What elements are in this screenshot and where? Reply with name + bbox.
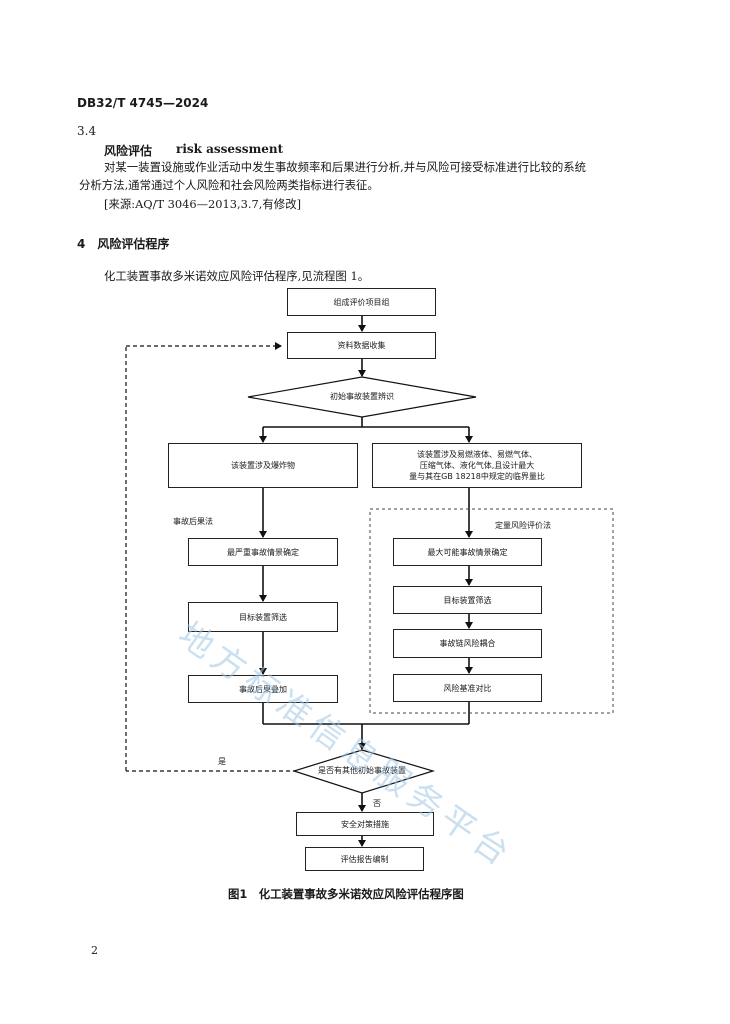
term-english: risk assessment: [176, 142, 284, 156]
label-no: 否: [373, 799, 381, 808]
decision-initial-device-identification: 初始事故装置辨识: [330, 392, 394, 401]
box-form-evaluation-team: 组成评价项目组: [287, 288, 436, 316]
definition-line-1: 对某一装置设施或作业活动中发生事故频率和后果进行分析,并与风险可接受标准进行比较…: [104, 160, 587, 174]
standard-number: DB32/T 4745—2024: [77, 96, 209, 110]
box-worst-scenario: 最严重事故情景确定: [188, 538, 338, 566]
label-consequence-method: 事故后果法: [173, 517, 213, 526]
label-yes: 是: [218, 757, 226, 766]
term-chinese: 风险评估: [104, 144, 153, 158]
definition-source: [来源:AQ/T 3046—2013,3.7,有修改]: [104, 197, 302, 211]
box-explosive-device: 该装置涉及爆炸物: [168, 443, 358, 488]
box-data-collection: 资料数据收集: [287, 332, 436, 359]
box-consequence-overlay: 事故后果叠加: [188, 675, 338, 703]
box-safety-measures: 安全对策措施: [296, 812, 434, 836]
section-number: 3.4: [77, 124, 97, 138]
box-risk-benchmark: 风险基准对比: [393, 674, 542, 702]
section-intro: 化工装置事故多米诺效应风险评估程序,见流程图 1。: [104, 269, 370, 283]
page-number: 2: [91, 944, 98, 957]
label-quantitative-risk-method: 定量风险评价法: [495, 521, 551, 530]
decision-other-initial-devices: 是否有其他初始事故装置: [318, 766, 406, 775]
box-target-screening-left: 目标装置筛选: [188, 602, 338, 632]
section-heading: 4 风险评估程序: [77, 237, 170, 251]
box-target-screening-right: 目标装置筛选: [393, 586, 542, 614]
box-report-preparation: 评估报告编制: [305, 847, 424, 871]
box-max-scenario: 最大可能事故情景确定: [393, 538, 542, 566]
box-accident-chain-coupling: 事故链风险耦合: [393, 629, 542, 658]
definition-line-2: 分析方法,通常通过个人风险和社会风险两类指标进行表征。: [79, 178, 379, 192]
box-flammable-device: 该装置涉及易燃液体、易燃气体、 压缩气体、液化气体,且设计最大 量与其在GB 1…: [372, 443, 582, 488]
figure-caption: 图1 化工装置事故多米诺效应风险评估程序图: [228, 887, 464, 901]
